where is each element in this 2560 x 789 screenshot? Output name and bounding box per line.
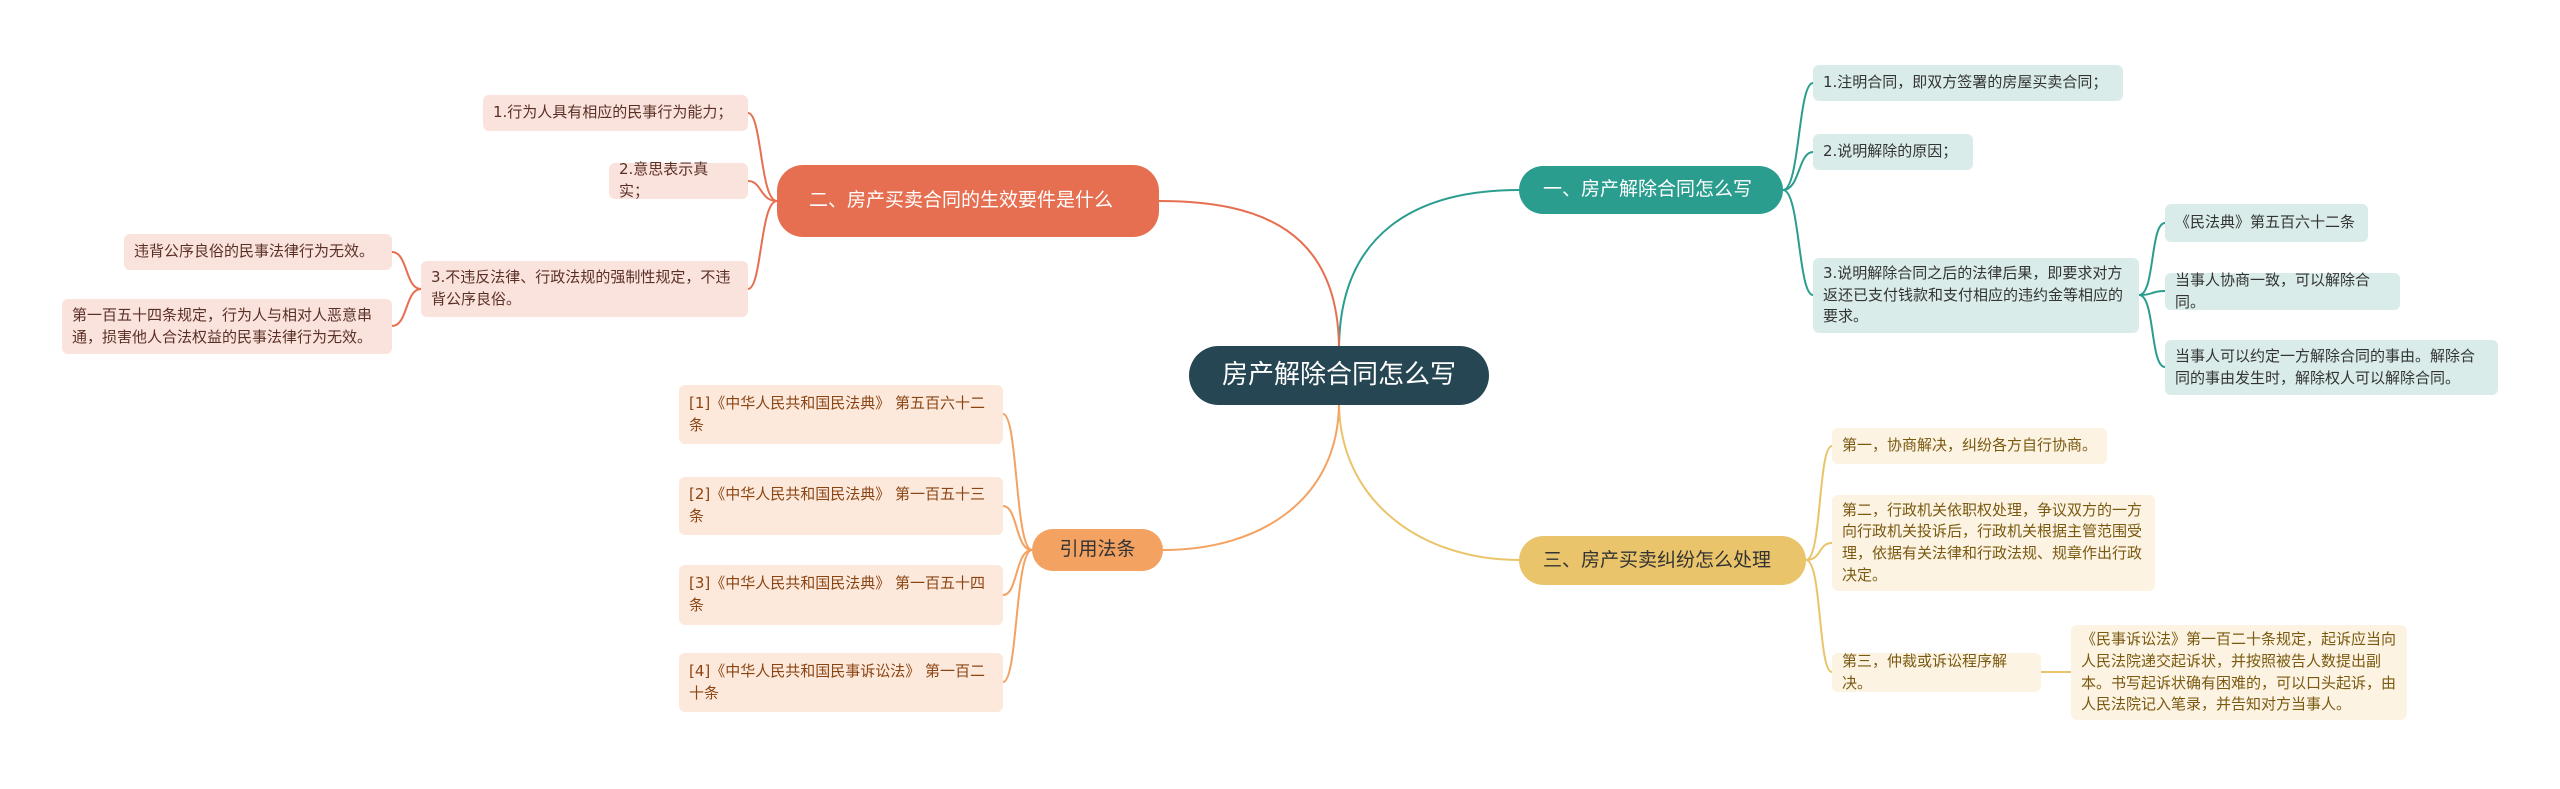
branch1-sub-3[interactable]: 当事人可以约定一方解除合同的事由。解除合同的事由发生时，解除权人可以解除合同。 bbox=[2165, 340, 2498, 395]
branch1-sub-1[interactable]: 《民法典》第五百六十二条 bbox=[2165, 204, 2368, 242]
branch3-item-2[interactable]: 第二，行政机关依职权处理，争议双方的一方向行政机关投诉后，行政机关根据主管范围受… bbox=[1832, 495, 2155, 591]
branch3-item-1[interactable]: 第一，协商解决，纠纷各方自行协商。 bbox=[1832, 428, 2107, 464]
connector-root-branch4 bbox=[1162, 401, 1340, 551]
cited-law-1[interactable]: [1]《中华人民共和国民法典》 第五百六十二条 bbox=[679, 385, 1003, 444]
branch1-item-1[interactable]: 1.注明合同，即双方签署的房屋买卖合同； bbox=[1813, 65, 2123, 101]
cited-law-2[interactable]: [2]《中华人民共和国民法典》 第一百五十三条 bbox=[679, 477, 1003, 535]
cited-law-3[interactable]: [3]《中华人民共和国民法典》 第一百五十四条 bbox=[679, 565, 1003, 625]
branch2-item-2[interactable]: 2.意思表示真实； bbox=[609, 160, 748, 200]
branch2-sub-2[interactable]: 第一百五十四条规定，行为人与相对人恶意串通，损害他人合法权益的民事法律行为无效。 bbox=[62, 299, 392, 354]
connector-root-branch2 bbox=[1158, 200, 1340, 351]
branch-validity-requirements[interactable]: 二、房产买卖合同的生效要件是什么 bbox=[777, 165, 1159, 237]
branch1-item-3[interactable]: 3.说明解除合同之后的法律后果，即要求对方返还已支付钱款和支付相应的违约金等相应… bbox=[1813, 258, 2139, 333]
branch2-item-1[interactable]: 1.行为人具有相应的民事行为能力； bbox=[483, 95, 748, 131]
cited-law-4[interactable]: [4]《中华人民共和国民事诉讼法》 第一百二十条 bbox=[679, 653, 1003, 712]
branch3-item-3[interactable]: 第三，仲裁或诉讼程序解决。 bbox=[1832, 652, 2041, 692]
connector-root-branch1 bbox=[1338, 189, 1520, 351]
branch-cited-laws[interactable]: 引用法条 bbox=[1032, 529, 1163, 571]
connector-root-branch3 bbox=[1338, 401, 1520, 561]
branch-how-to-write-termination[interactable]: 一、房产解除合同怎么写 bbox=[1519, 166, 1783, 214]
branch1-item-2[interactable]: 2.说明解除的原因； bbox=[1813, 134, 1973, 170]
branch2-sub-1[interactable]: 违背公序良俗的民事法律行为无效。 bbox=[124, 234, 392, 270]
branch1-sub-2[interactable]: 当事人协商一致，可以解除合同。 bbox=[2165, 271, 2400, 311]
branch3-sub-1[interactable]: 《民事诉讼法》第一百二十条规定，起诉应当向人民法院递交起诉状，并按照被告人数提出… bbox=[2071, 625, 2407, 720]
branch-dispute-handling[interactable]: 三、房产买卖纠纷怎么处理 bbox=[1519, 536, 1806, 585]
branch2-item-3[interactable]: 3.不违反法律、行政法规的强制性规定，不违背公序良俗。 bbox=[421, 261, 748, 317]
root-topic[interactable]: 房产解除合同怎么写 bbox=[1189, 346, 1489, 405]
